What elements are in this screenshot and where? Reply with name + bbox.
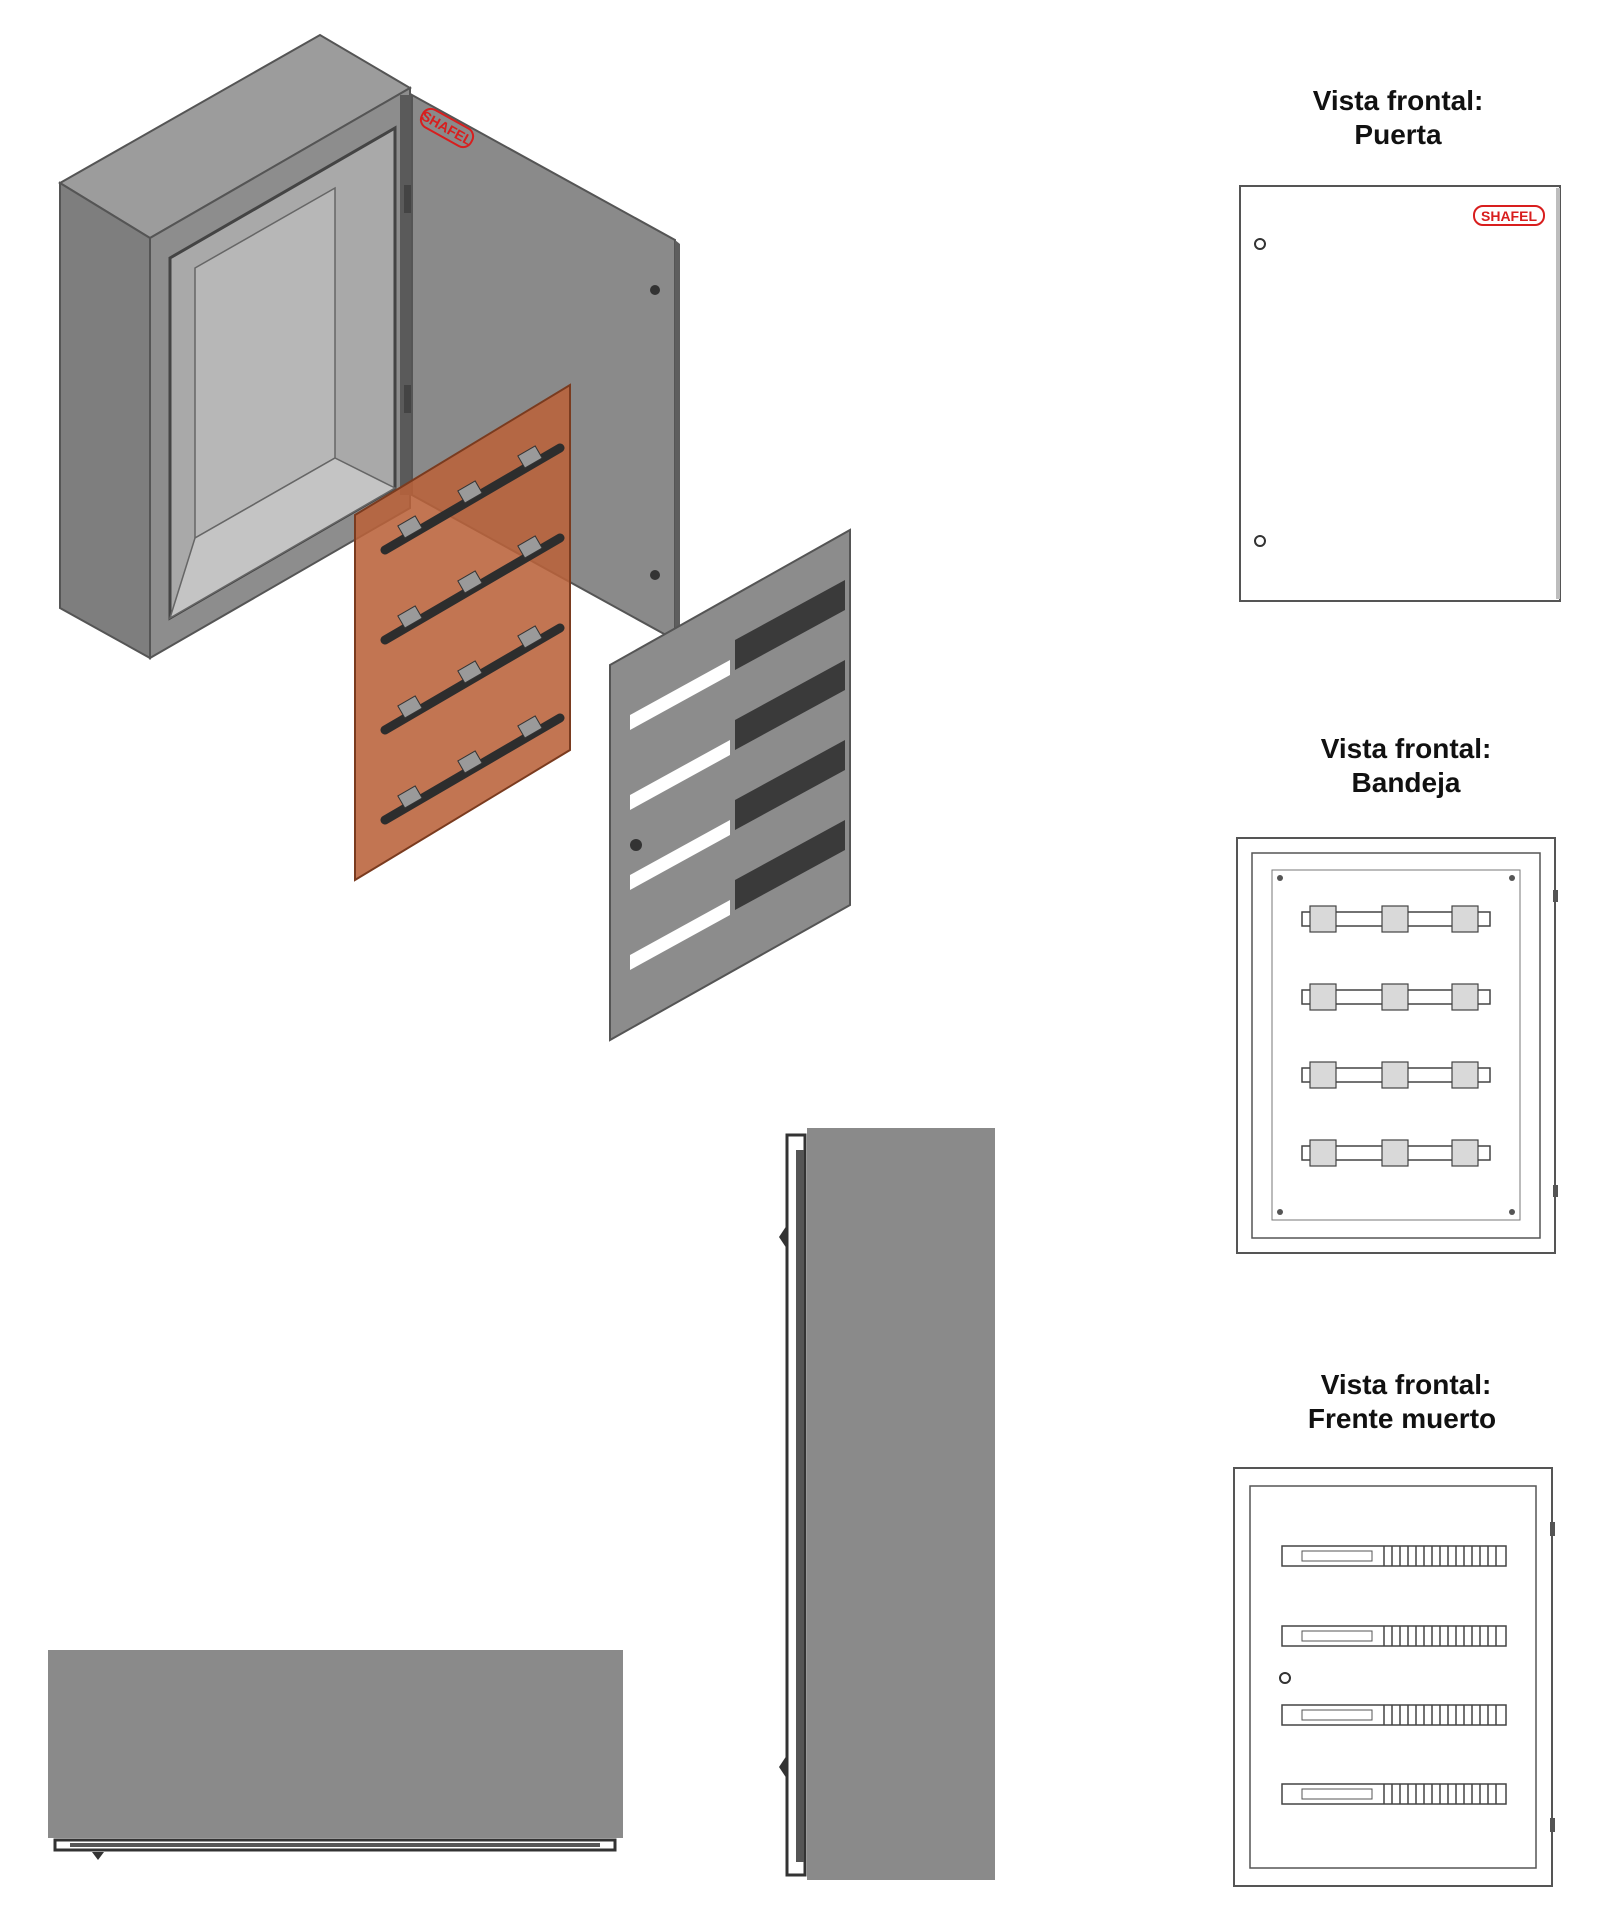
side-view-door-inner xyxy=(796,1150,804,1862)
top-view-door-inner xyxy=(70,1843,600,1847)
door-front-lock-bottom xyxy=(1254,535,1266,547)
front-view-dead-front: Vista frontal: Frente muerto xyxy=(1233,1369,1555,1887)
tray-screw xyxy=(1277,1209,1283,1215)
enclosure-left-face xyxy=(59,181,151,660)
tray-hinge xyxy=(1553,890,1558,902)
door-front-logo: SHAFEL xyxy=(1473,205,1545,226)
dead-front-cutouts xyxy=(630,660,730,970)
top-view xyxy=(48,1650,623,1860)
tray-view-title-line1: Vista frontal: xyxy=(1321,733,1492,764)
tray-screw xyxy=(1509,1209,1515,1215)
top-view-lock xyxy=(92,1852,104,1860)
side-view-lock-top xyxy=(779,1225,787,1249)
door-front-lock-top xyxy=(1254,238,1266,250)
side-view xyxy=(779,1128,995,1880)
dead-front-terminal-dots xyxy=(1301,1550,1373,1800)
door-view-title-line2: Puerta xyxy=(1354,119,1442,150)
door-front-outline xyxy=(1239,185,1561,602)
side-view-lock-bottom xyxy=(779,1755,787,1779)
dead-front-plate xyxy=(1249,1485,1537,1869)
enclosure-inner-floor xyxy=(168,457,397,620)
dead-front-knob xyxy=(630,839,642,851)
top-view-body xyxy=(48,1650,623,1838)
front-view-tray: Vista frontal: Bandeja xyxy=(1236,733,1558,1254)
door-front-edge xyxy=(1556,188,1560,599)
dead-front-breaker-slots xyxy=(735,580,845,910)
door-lock-top xyxy=(650,285,660,295)
dead-front-hinge xyxy=(1550,1522,1555,1536)
mounting-tray xyxy=(354,383,571,882)
tray-screw xyxy=(1509,875,1515,881)
dead-front-breaker-fins xyxy=(1383,1546,1497,1804)
door-lock-bottom xyxy=(650,570,660,580)
tray-front-rail-clips xyxy=(1309,905,1479,1167)
isometric-assembly: SHAFEL xyxy=(58,33,851,1042)
door-front-logo-text: SHAFEL xyxy=(1481,208,1537,224)
front-view-door: Vista frontal: Puerta SHAFEL xyxy=(1239,85,1561,602)
door-view-title-line1: Vista frontal: xyxy=(1313,85,1484,116)
dead-front-panel xyxy=(609,528,851,1042)
tray-rail-clips xyxy=(397,445,543,809)
tray-screw xyxy=(1277,875,1283,881)
dead-front-view-title-line1: Vista frontal: xyxy=(1321,1369,1492,1400)
dead-front-view-title-line2: Frente muerto xyxy=(1308,1403,1496,1434)
tray-hinge xyxy=(1553,1185,1558,1197)
dead-front-hinge xyxy=(1550,1818,1555,1832)
door-edge xyxy=(675,240,680,644)
side-view-body xyxy=(807,1128,995,1880)
tray-view-title-line2: Bandeja xyxy=(1352,767,1461,798)
dead-front-lock xyxy=(1279,1672,1291,1684)
